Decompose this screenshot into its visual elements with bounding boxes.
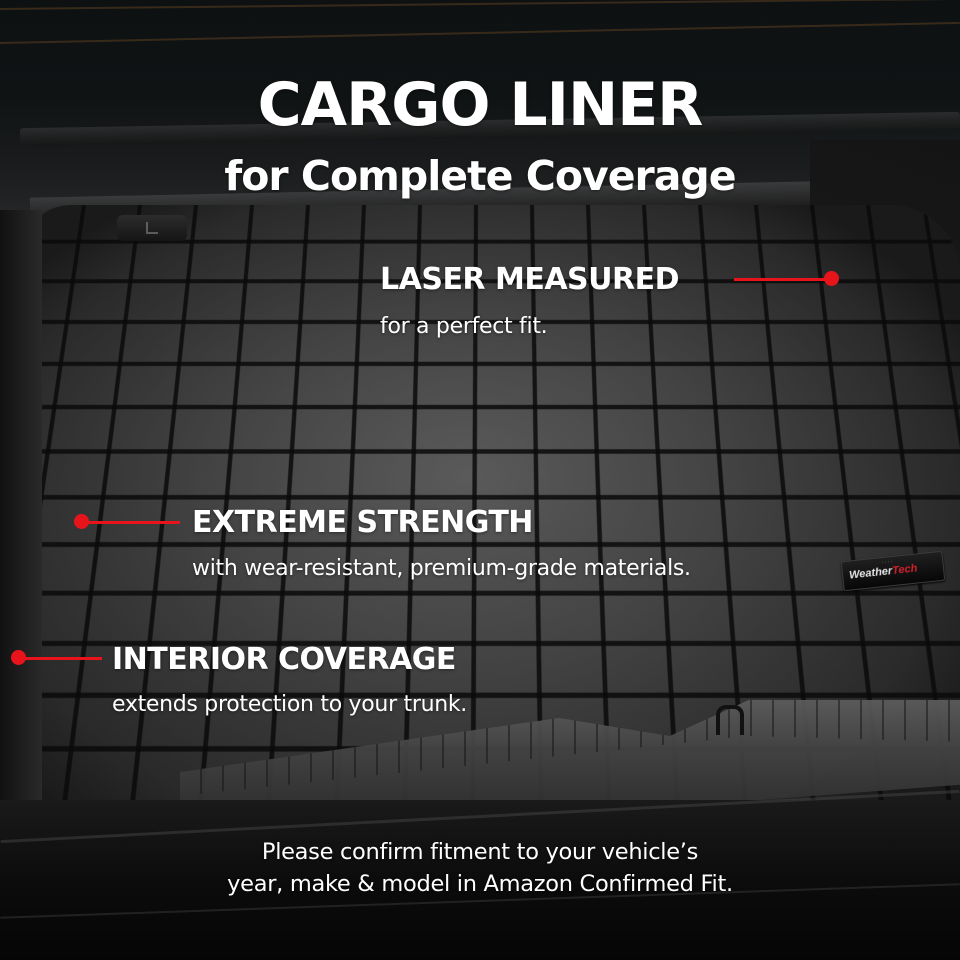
red-dot-callout-icon	[11, 650, 26, 665]
callout-line	[20, 657, 102, 660]
seat-release-icon	[146, 222, 158, 234]
callout-line	[82, 521, 180, 524]
brand-logo: WeatherTech	[848, 562, 918, 582]
feature-description-laser-measured: for a perfect fit.	[380, 314, 548, 339]
lid-trim-line	[0, 21, 960, 44]
feature-description-extreme-strength: with wear-resistant, premium-grade mater…	[192, 556, 691, 581]
rear-bumper	[0, 800, 960, 960]
feature-heading-extreme-strength: EXTREME STRENGTH	[192, 505, 533, 540]
callout-line	[734, 278, 832, 281]
red-dot-callout-icon	[824, 271, 839, 286]
feature-description-interior-coverage: extends protection to your trunk.	[112, 692, 468, 717]
trunk-latch-hook-icon	[716, 705, 744, 735]
feature-heading-interior-coverage: INTERIOR COVERAGE	[112, 642, 456, 677]
headline-title: CARGO LINER	[257, 70, 704, 140]
trunk-lid-background	[0, 0, 960, 226]
fitment-disclaimer-line2: year, make & model in Amazon Confirmed F…	[227, 871, 733, 897]
headline-subtitle: for Complete Coverage	[224, 152, 736, 200]
fitment-disclaimer-line1: Please confirm fitment to your vehicle’s	[261, 839, 699, 865]
lid-trim-line	[0, 0, 960, 10]
feature-heading-laser-measured: LASER MEASURED	[380, 262, 680, 297]
seat-release-latch	[117, 215, 187, 241]
red-dot-callout-icon	[74, 514, 89, 529]
trunk-side-wall-left	[0, 210, 42, 810]
